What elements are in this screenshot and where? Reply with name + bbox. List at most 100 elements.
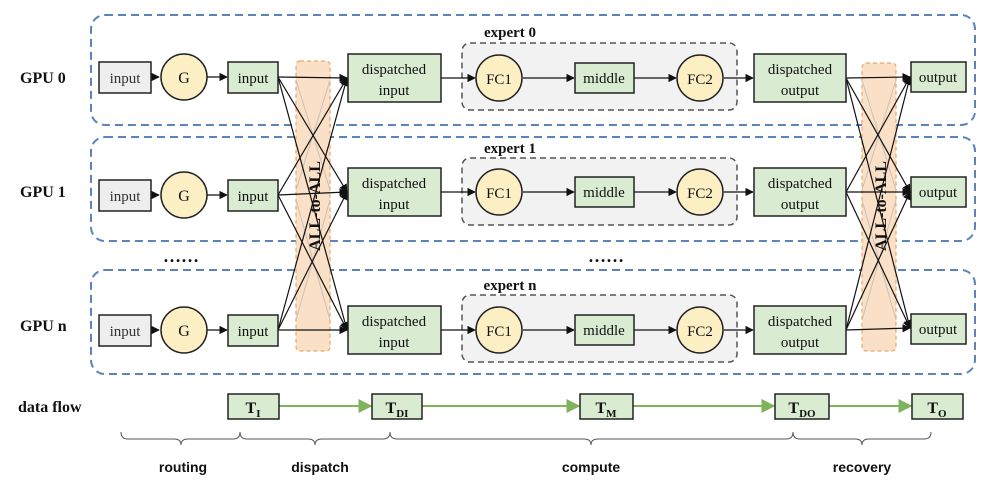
row-gpu-n: input G input dispatched input FC1 middl… [98, 305, 967, 355]
gpu-container-n [90, 269, 976, 375]
tensor-tm-label: TM [595, 400, 617, 420]
tensor-to-base: T [927, 400, 938, 417]
dispatched-output-box [753, 167, 847, 217]
dispatched-output-line2: output [781, 335, 820, 351]
dispatched-input-line2: input [379, 197, 411, 213]
row-gpu-1: input G input dispatched input FC1 middl… [98, 167, 967, 219]
ellipsis-left: …… [163, 246, 199, 266]
output-box [910, 176, 967, 208]
dispatched-input-line2: input [379, 83, 411, 99]
raw-input-box [98, 179, 152, 212]
input-label: input [238, 189, 270, 205]
fc2-circle [676, 168, 724, 216]
input-box [227, 314, 279, 347]
tensor-tm-box [579, 393, 634, 420]
middle-box [574, 62, 635, 94]
fc2-circle [676, 54, 724, 102]
tensor-tdi-base: T [386, 400, 397, 417]
phase-label-compute: compute [562, 459, 621, 475]
input-label: input [238, 71, 270, 87]
data-flow-label: data flow [18, 399, 82, 416]
all-to-all-label-right: ALL-to-ALL [873, 161, 890, 251]
expert-title-n: expert n [484, 278, 538, 294]
dispatched-output-line1: dispatched [768, 314, 833, 330]
raw-input-label: input [110, 189, 142, 205]
phase-braces [120, 431, 932, 446]
phase-label-routing: routing [159, 459, 207, 475]
middle-label: middle [583, 185, 625, 201]
brace-recovery [792, 431, 932, 446]
tensor-tdi-sub: DI [396, 408, 408, 420]
phase-label-recovery: recovery [833, 459, 892, 475]
dispatched-input-line2: input [379, 335, 411, 351]
tensor-tdi-box [371, 393, 423, 420]
gpu-label-n: GPU n [20, 318, 67, 335]
input-box [227, 61, 279, 94]
dispatched-output-box [753, 53, 847, 103]
dispatched-input-box [347, 53, 442, 103]
fc1-circle [475, 54, 523, 102]
dispatched-input-box [347, 305, 442, 355]
tensor-tdo-base: T [788, 400, 799, 417]
fc1-label: FC1 [486, 186, 512, 202]
tensor-ti: TI [227, 393, 280, 420]
gpu-label-0: GPU 0 [20, 70, 66, 87]
output-label: output [919, 322, 958, 338]
tensor-tdo: TDO [774, 393, 830, 420]
tensor-ti-sub: I [256, 408, 260, 420]
fc2-label: FC2 [687, 72, 713, 88]
output-label: output [919, 185, 958, 201]
fc2-label: FC2 [687, 186, 713, 202]
brace-routing [120, 431, 241, 446]
middle-label: middle [583, 71, 625, 87]
fc1-circle [475, 168, 523, 216]
tensor-ti-box [227, 393, 280, 420]
dispatched-input-box [347, 167, 442, 217]
phase-label-dispatch: dispatch [291, 459, 349, 475]
output-box [910, 313, 967, 345]
input-box [227, 179, 279, 212]
brace-dispatch [239, 431, 391, 446]
gpu-container-1 [90, 136, 976, 242]
dispatched-output-box [753, 305, 847, 355]
middle-label: middle [583, 323, 625, 339]
dispatched-output-line2: output [781, 83, 820, 99]
tensor-tdo-sub: DO [799, 408, 816, 420]
row-gpu-0: input G input dispatched input FC1 middl… [98, 53, 967, 103]
tensor-tm-base: T [595, 400, 606, 417]
tensor-to-label: TO [927, 400, 947, 420]
tensor-tdi: TDI [371, 393, 423, 420]
gate-circle [160, 53, 208, 101]
gate-label: G [178, 70, 190, 87]
tensor-tm-sub: M [606, 408, 617, 420]
raw-input-box [98, 314, 152, 347]
row-arrows [151, 72, 754, 335]
input-label: input [238, 324, 270, 340]
dispatched-output-line2: output [781, 197, 820, 213]
output-box [910, 61, 967, 93]
fc2-circle [676, 306, 724, 354]
output-label: output [919, 70, 958, 86]
gate-label: G [178, 323, 190, 340]
fc1-label: FC1 [486, 324, 512, 340]
dispatched-output-line1: dispatched [768, 62, 833, 78]
tensor-to-box [911, 393, 964, 420]
tensor-tm: TM [579, 393, 634, 420]
dispatched-input-line1: dispatched [362, 176, 427, 192]
middle-box [574, 176, 635, 208]
tensor-tdo-box [774, 393, 830, 420]
gpu-container-0 [90, 14, 976, 126]
middle-box [574, 314, 635, 346]
dispatched-input-line1: dispatched [362, 314, 427, 330]
fc1-circle [475, 306, 523, 354]
dispatched-output-line1: dispatched [768, 176, 833, 192]
gpu-label-1: GPU 1 [20, 184, 66, 201]
tensor-to-sub: O [938, 408, 947, 420]
tensor-ti-label: TI [246, 400, 261, 420]
raw-input-label: input [110, 324, 142, 340]
dispatch-crossing-arrows [277, 73, 350, 335]
brace-compute [389, 431, 794, 446]
fc1-label: FC1 [486, 72, 512, 88]
gate-label: G [178, 188, 190, 205]
